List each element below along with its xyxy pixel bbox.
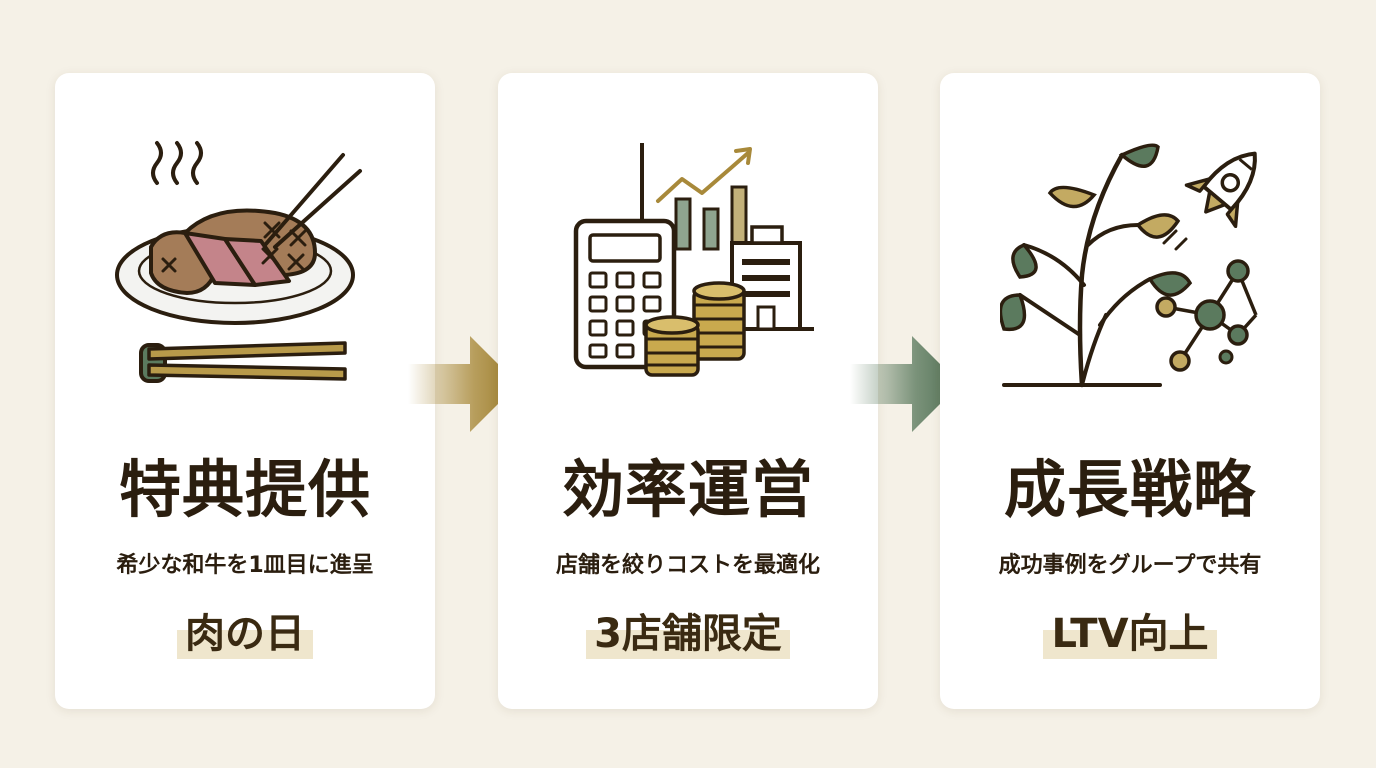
step-tag: LTV向上 [1043,609,1217,659]
step-card-efficiency: 効率運営 店舗を絞りコストを最適化 3店舗限定 [498,73,878,709]
calculator-chart-coins-icon [573,143,814,377]
step-tag: 3店舗限定 [586,609,790,659]
arrow-right-icon [850,336,960,432]
step-description: 店舗を絞りコストを最適化 [555,553,820,578]
step-description: 希少な和牛を1皿目に進呈 [116,553,374,578]
plant-rocket-network-icon [1000,143,1258,388]
step-title: 効率運営 [561,453,814,526]
step-card-benefit: 特典提供 希少な和牛を1皿目に進呈 肉の日 [55,73,435,709]
wagyu-steak-plate-icon [115,141,362,383]
step-tag: 肉の日 [177,609,313,659]
step-title: 成長戦略 [1003,453,1256,526]
step-description: 成功事例をグループで共有 [998,553,1262,578]
arrow-right-icon [408,336,518,432]
step-title: 特典提供 [118,453,371,526]
step-card-growth: 成長戦略 成功事例をグループで共有 LTV向上 [940,73,1320,709]
